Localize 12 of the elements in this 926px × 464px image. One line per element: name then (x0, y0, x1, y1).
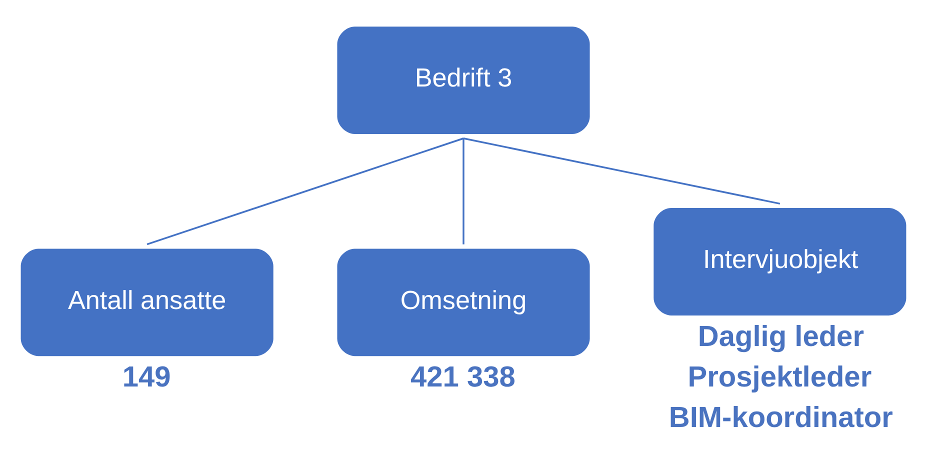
node-label: 149 (122, 362, 170, 394)
node-label: Prosjektleder (687, 362, 872, 394)
node-label: 421 338 (410, 362, 515, 394)
connector (146, 138, 464, 246)
node-box: Omsetning (336, 248, 590, 356)
node-label: BIM-koordinator (668, 402, 892, 434)
node-box: Bedrift 3 (336, 26, 590, 134)
connector (462, 138, 780, 205)
node-box: Antall ansatte (20, 248, 273, 356)
node-label: Daglig leder (697, 320, 864, 353)
node-box: Intervjuobjekt (653, 208, 906, 316)
connector (462, 138, 464, 244)
